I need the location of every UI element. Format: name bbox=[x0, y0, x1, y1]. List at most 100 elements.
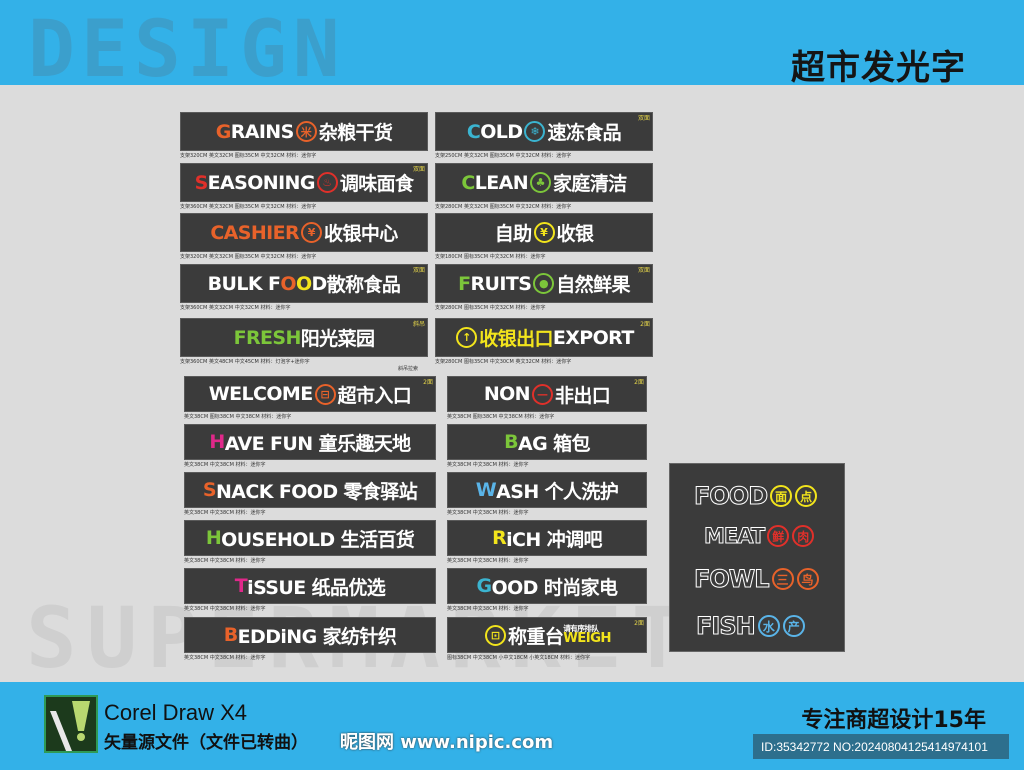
panel-word: FISH bbox=[696, 612, 757, 641]
sign-text: B bbox=[223, 624, 238, 646]
fruit-icon: ● bbox=[533, 273, 555, 294]
sign-side-badge: 2面 bbox=[640, 321, 650, 328]
sign-text: EXPORT bbox=[552, 326, 634, 349]
sign-text: AG 箱包 bbox=[517, 432, 591, 455]
sign-side-badge: 2面 bbox=[634, 379, 644, 386]
rice-bag-icon: 米 bbox=[295, 121, 317, 142]
sign-text: WELCOME bbox=[208, 383, 313, 405]
panel-char-badge: 产 bbox=[782, 615, 805, 637]
panel-char-badge: 三 bbox=[771, 568, 794, 590]
slogan: 专注商超设计15年 bbox=[801, 708, 986, 733]
sign-spec: 支架280CM 图标35CM 中文30CM 英文32CM 材料：迷你字 bbox=[435, 359, 572, 365]
sign-text-cn: 请有序排队 bbox=[563, 623, 599, 633]
sign-text: H bbox=[205, 527, 222, 549]
footer-banner: Corel Draw X4 矢量源文件（文件已转曲） 昵图网 www.nipic… bbox=[0, 682, 1024, 770]
panel-char-badge: 肉 bbox=[792, 525, 815, 547]
sign-spec: 英文38CM 中文38CM 材料：迷你字 bbox=[447, 462, 529, 468]
sign-text: OLD bbox=[480, 120, 523, 143]
sign-text: LEAN bbox=[474, 171, 529, 194]
sign-text: 调味面食 bbox=[339, 173, 414, 195]
sign-text: C bbox=[466, 120, 481, 143]
sign-spec: 支架180CM 图标35CM 中文32CM 材料：迷你字 bbox=[435, 254, 546, 260]
sign-side-badge: 斜吊 bbox=[412, 321, 425, 328]
sign-text: 收银 bbox=[556, 223, 594, 245]
yen-icon: ¥ bbox=[301, 222, 323, 243]
sign-text: 收银出口 bbox=[479, 328, 553, 350]
panel-char-badge: 鲜 bbox=[767, 525, 790, 547]
site-watermark: 昵图网 www.nipic.com bbox=[340, 732, 554, 753]
coreldraw-logo-icon bbox=[44, 695, 98, 753]
arrow-up-icon: ↑ bbox=[456, 327, 478, 348]
sign-text: FRESH bbox=[233, 326, 302, 349]
panel-char-badge: 鸟 bbox=[796, 568, 819, 590]
sign-side-badge: 双面 bbox=[637, 115, 650, 122]
sign-spec: 英文38CM 图标38CM 中文38CM 材料：迷你字 bbox=[184, 414, 292, 420]
sign-note: 斜吊拉索 bbox=[398, 366, 419, 372]
sign-text: OOD 时尚家电 bbox=[491, 576, 618, 599]
sign-spec: 支架280CM 图标35CM 中文32CM 材料：迷你字 bbox=[435, 305, 546, 311]
sign-spec: 英文38CM 中文38CM 材料：迷你字 bbox=[184, 510, 266, 516]
sign-text: iCH 冲调吧 bbox=[506, 528, 602, 551]
sign-text: NON bbox=[483, 383, 531, 405]
sign-spec: 英文38CM 图标38CM 中文38CM 材料：迷你字 bbox=[447, 414, 555, 420]
sign-text: iSSUE 纸品优选 bbox=[247, 576, 386, 599]
sign-text: 自然鲜果 bbox=[556, 274, 630, 296]
sign-text: BULK F bbox=[207, 272, 281, 295]
sign-text: CASHIER bbox=[210, 221, 300, 244]
sign-text-en: WEIGH bbox=[563, 631, 611, 647]
sign-text: 家庭清洁 bbox=[553, 173, 627, 195]
gourd-icon: ♨ bbox=[316, 172, 338, 193]
panel-char-badge: 水 bbox=[757, 615, 780, 637]
sign-text: D bbox=[311, 272, 328, 295]
panel-word: MEAT bbox=[703, 524, 765, 549]
sign-text: 杂粮干货 bbox=[318, 122, 393, 144]
sign-text: AVE FUN 童乐趣天地 bbox=[224, 432, 411, 455]
panel-char-badge: 点 bbox=[795, 485, 818, 507]
sign-spec: 英文38CM 中文38CM 材料：迷你字 bbox=[447, 558, 529, 564]
sign-text: F bbox=[458, 272, 471, 295]
no-entry-icon: — bbox=[531, 383, 553, 405]
sign-text: O bbox=[280, 272, 296, 295]
design-watermark: DESIGN bbox=[28, 5, 346, 95]
sign-spec: 英文38CM 中文38CM 材料：迷你字 bbox=[184, 655, 266, 661]
sign-spec: 英文38CM 中文38CM 材料：迷你字 bbox=[184, 462, 266, 468]
laundry-basket-icon: ♣ bbox=[530, 172, 552, 193]
sign-side-badge: 2面 bbox=[423, 379, 433, 386]
sign-text: H bbox=[209, 431, 225, 453]
sign-text: R bbox=[492, 527, 507, 549]
sign-text: G bbox=[215, 120, 232, 143]
sign-text: S bbox=[202, 479, 217, 501]
sign-spec: 图标38CM 中文38CM 小中文18CM 小英文18CM 材料：迷你字 bbox=[447, 655, 591, 661]
sign-spec: 支架320CM 英文32CM 图标35CM 中文32CM 材料：迷你字 bbox=[180, 153, 317, 159]
sign-side-badge: 2面 bbox=[634, 620, 644, 627]
scale-icon: ⊡ bbox=[485, 624, 507, 646]
sign-spec: 支架280CM 英文32CM 图标35CM 中文32CM 材料：迷你字 bbox=[435, 204, 572, 210]
sign-text: RUITS bbox=[470, 272, 532, 295]
sign-board: 自助¥收银 bbox=[435, 213, 653, 252]
sign-text: NACK FOOD 零食驿站 bbox=[215, 480, 418, 503]
panel-word: FOOD bbox=[693, 482, 768, 511]
sign-spec: 支架360CM 英文32CM 图标35CM 中文32CM 材料：迷你字 bbox=[180, 204, 317, 210]
sign-side-badge: 双面 bbox=[637, 267, 650, 274]
